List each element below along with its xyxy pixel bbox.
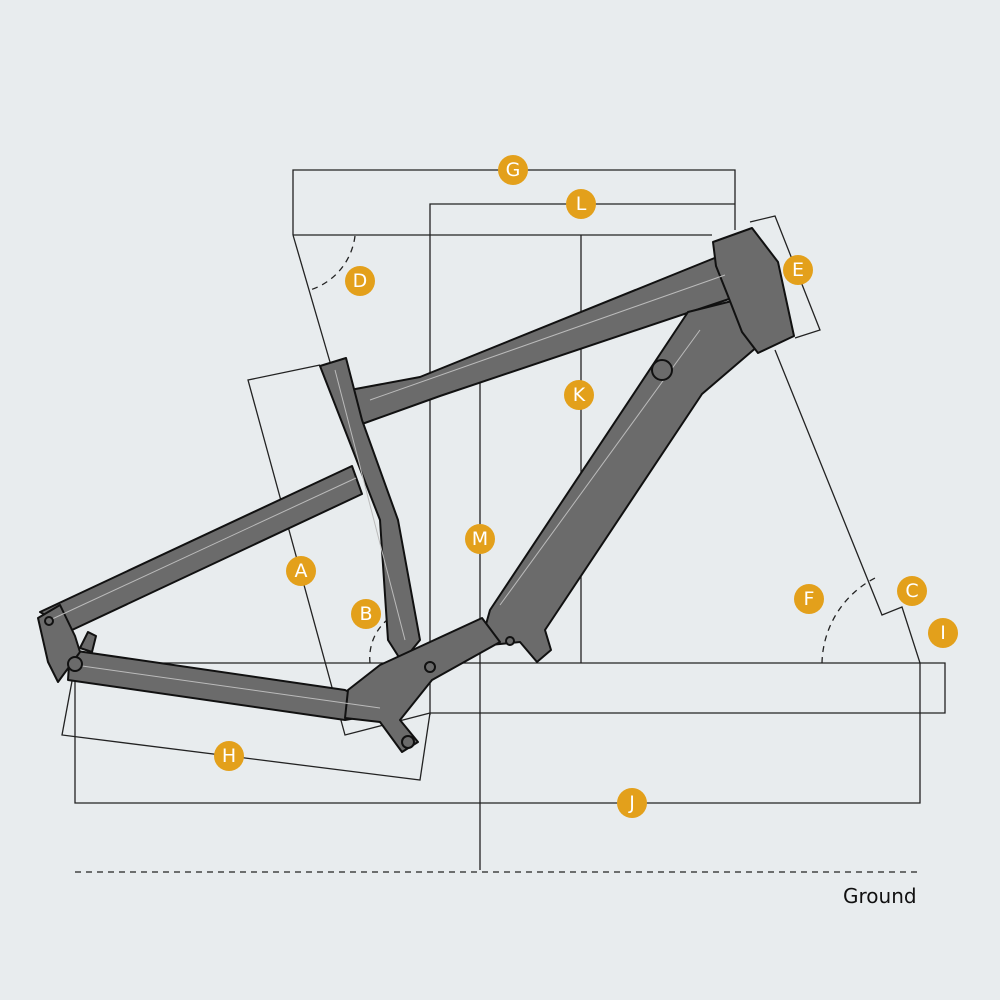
label-h: H bbox=[214, 741, 244, 771]
dim-c bbox=[774, 349, 921, 664]
pivot-icon bbox=[505, 636, 515, 646]
label-d: D bbox=[345, 266, 375, 296]
label-g: G bbox=[498, 155, 528, 185]
label-m: M bbox=[465, 524, 495, 554]
pivot-icon bbox=[67, 656, 83, 672]
label-e: E bbox=[783, 255, 813, 285]
pivots bbox=[44, 359, 673, 749]
label-c: C bbox=[897, 576, 927, 606]
chain-stay bbox=[67, 649, 391, 721]
head-tube bbox=[712, 227, 795, 354]
dim-j bbox=[74, 663, 921, 804]
pivot-icon bbox=[424, 661, 436, 673]
seat-angle-line bbox=[292, 234, 331, 363]
label-l: L bbox=[566, 189, 596, 219]
label-j: J bbox=[617, 788, 647, 818]
angle-arcs bbox=[75, 235, 920, 873]
bike-frame bbox=[37, 227, 795, 753]
derailleur-hanger bbox=[79, 631, 97, 653]
label-a: A bbox=[286, 556, 316, 586]
dimension-lines bbox=[61, 169, 946, 870]
label-f: F bbox=[794, 584, 824, 614]
pivot-icon bbox=[651, 359, 673, 381]
label-b: B bbox=[351, 599, 381, 629]
arc-f bbox=[821, 577, 876, 664]
label-i: I bbox=[928, 618, 958, 648]
arc-d bbox=[309, 235, 356, 291]
bottom-bracket bbox=[344, 617, 501, 753]
seat-stay bbox=[39, 465, 363, 631]
pivot-icon bbox=[401, 735, 415, 749]
pivot-icon bbox=[44, 616, 54, 626]
label-k: K bbox=[564, 380, 594, 410]
bb-line bbox=[75, 662, 946, 714]
arc-b bbox=[369, 609, 406, 664]
seat-tube bbox=[319, 357, 421, 663]
ground-label: Ground bbox=[843, 884, 917, 908]
dim-l bbox=[429, 203, 735, 715]
